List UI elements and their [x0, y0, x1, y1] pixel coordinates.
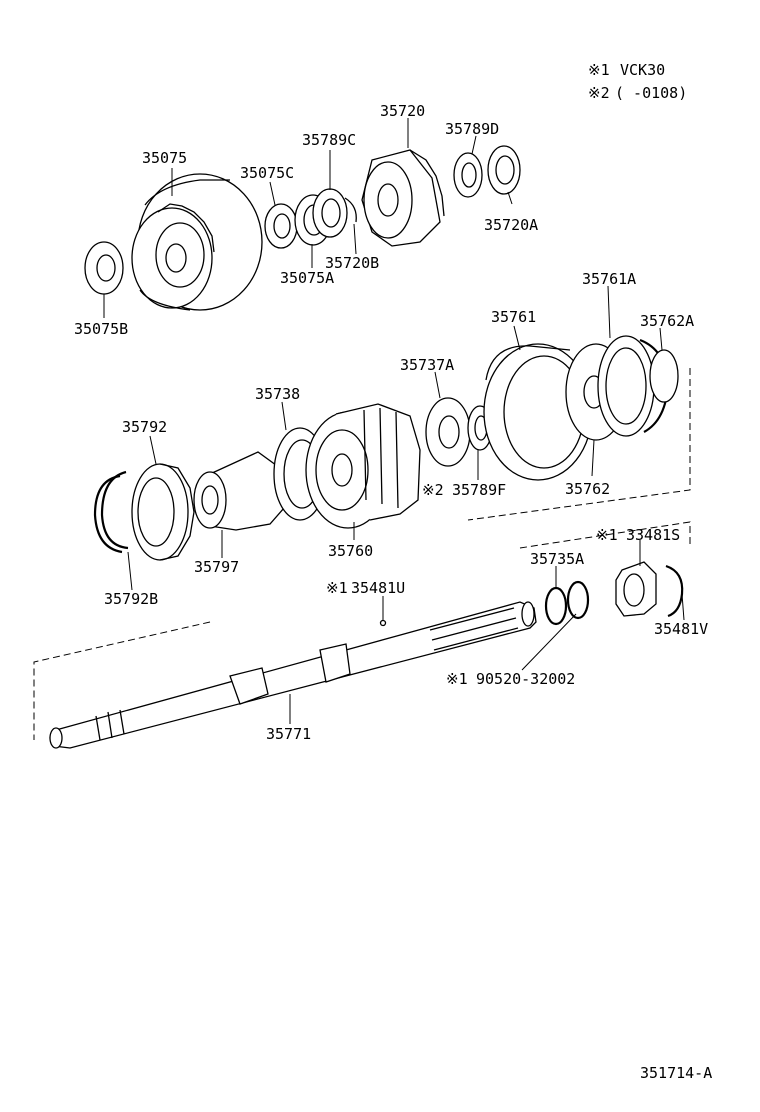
label-35792B: 35792B: [104, 590, 158, 608]
part-35481V-ring: [665, 564, 684, 618]
label-35771: 35771: [266, 725, 311, 743]
part-35761A-plate: [597, 335, 655, 437]
part-35762A-snap-ring: [639, 338, 679, 433]
part-35761-ring-gear: [483, 343, 593, 481]
label-35735A: 35735A: [530, 550, 584, 568]
note-2-text: ( -0108): [615, 84, 687, 102]
label-35789C: 35789C: [302, 131, 356, 149]
label-35789F: 35789F: [452, 481, 506, 499]
note-2-mark: ※2: [588, 84, 610, 102]
label-33481S-mark: ※1: [596, 526, 618, 544]
part-35075B-washer: [84, 241, 124, 295]
label-35481U: 35481U: [351, 579, 405, 597]
figure-id: 351714-A: [640, 1064, 712, 1082]
label-35075A: 35075A: [280, 269, 334, 287]
note-1-mark: ※1: [588, 61, 610, 79]
part-35771-output-shaft: [49, 601, 537, 749]
label-35075B: 35075B: [74, 320, 128, 338]
part-35792-bearing: [131, 463, 195, 561]
part-35720B-ring: [344, 197, 357, 223]
part-33481S-nut: [615, 561, 657, 617]
label-35075: 35075: [142, 149, 187, 167]
label-35720B: 35720B: [325, 254, 379, 272]
part-35789C-washer: [312, 188, 348, 238]
part-35789D-washer: [453, 152, 483, 198]
label-35762A: 35762A: [640, 312, 694, 330]
label-35797: 35797: [194, 558, 239, 576]
label-35761: 35761: [491, 308, 536, 326]
part-35075-drum: [131, 173, 263, 311]
part-35737A-washer: [425, 397, 471, 467]
label-35762: 35762: [565, 480, 610, 498]
label-35481V: 35481V: [654, 620, 708, 638]
part-35797-sun-gear: [193, 451, 285, 531]
label-90520-mark: ※1: [446, 670, 468, 688]
label-35789D: 35789D: [445, 120, 499, 138]
label-90520-32002: 90520-32002: [476, 670, 575, 688]
leaders-bottom: [289, 540, 685, 724]
label-35761A: 35761A: [582, 270, 636, 288]
label-35738: 35738: [255, 385, 300, 403]
leaders-middle: [127, 285, 663, 591]
label-35075C: 35075C: [240, 164, 294, 182]
label-35792: 35792: [122, 418, 167, 436]
notes: ※1 VCK30 ※2 ( -0108): [588, 61, 687, 102]
dashed-boundary-right: [519, 521, 691, 549]
label-35720: 35720: [380, 102, 425, 120]
label-35737A: 35737A: [400, 356, 454, 374]
label-35789F-mark: ※2: [422, 481, 444, 499]
part-35792B-snap-ring: [93, 470, 129, 554]
dashed-boundary-left: [33, 621, 211, 740]
part-35075C-washer: [264, 203, 298, 249]
label-35760: 35760: [328, 542, 373, 560]
part-35760-carrier: [305, 403, 421, 529]
part-35720-gear: [361, 149, 445, 247]
note-1-text: VCK30: [620, 61, 665, 79]
leaders-top: [103, 118, 513, 318]
part-35720A-bearing: [487, 145, 521, 195]
dashed-boundary-mid: [467, 368, 691, 521]
part-35735A-snap-rings: [544, 580, 590, 626]
label-35720A: 35720A: [484, 216, 538, 234]
label-33481S: 33481S: [626, 526, 680, 544]
label-35481U-mark: ※1: [326, 579, 348, 597]
